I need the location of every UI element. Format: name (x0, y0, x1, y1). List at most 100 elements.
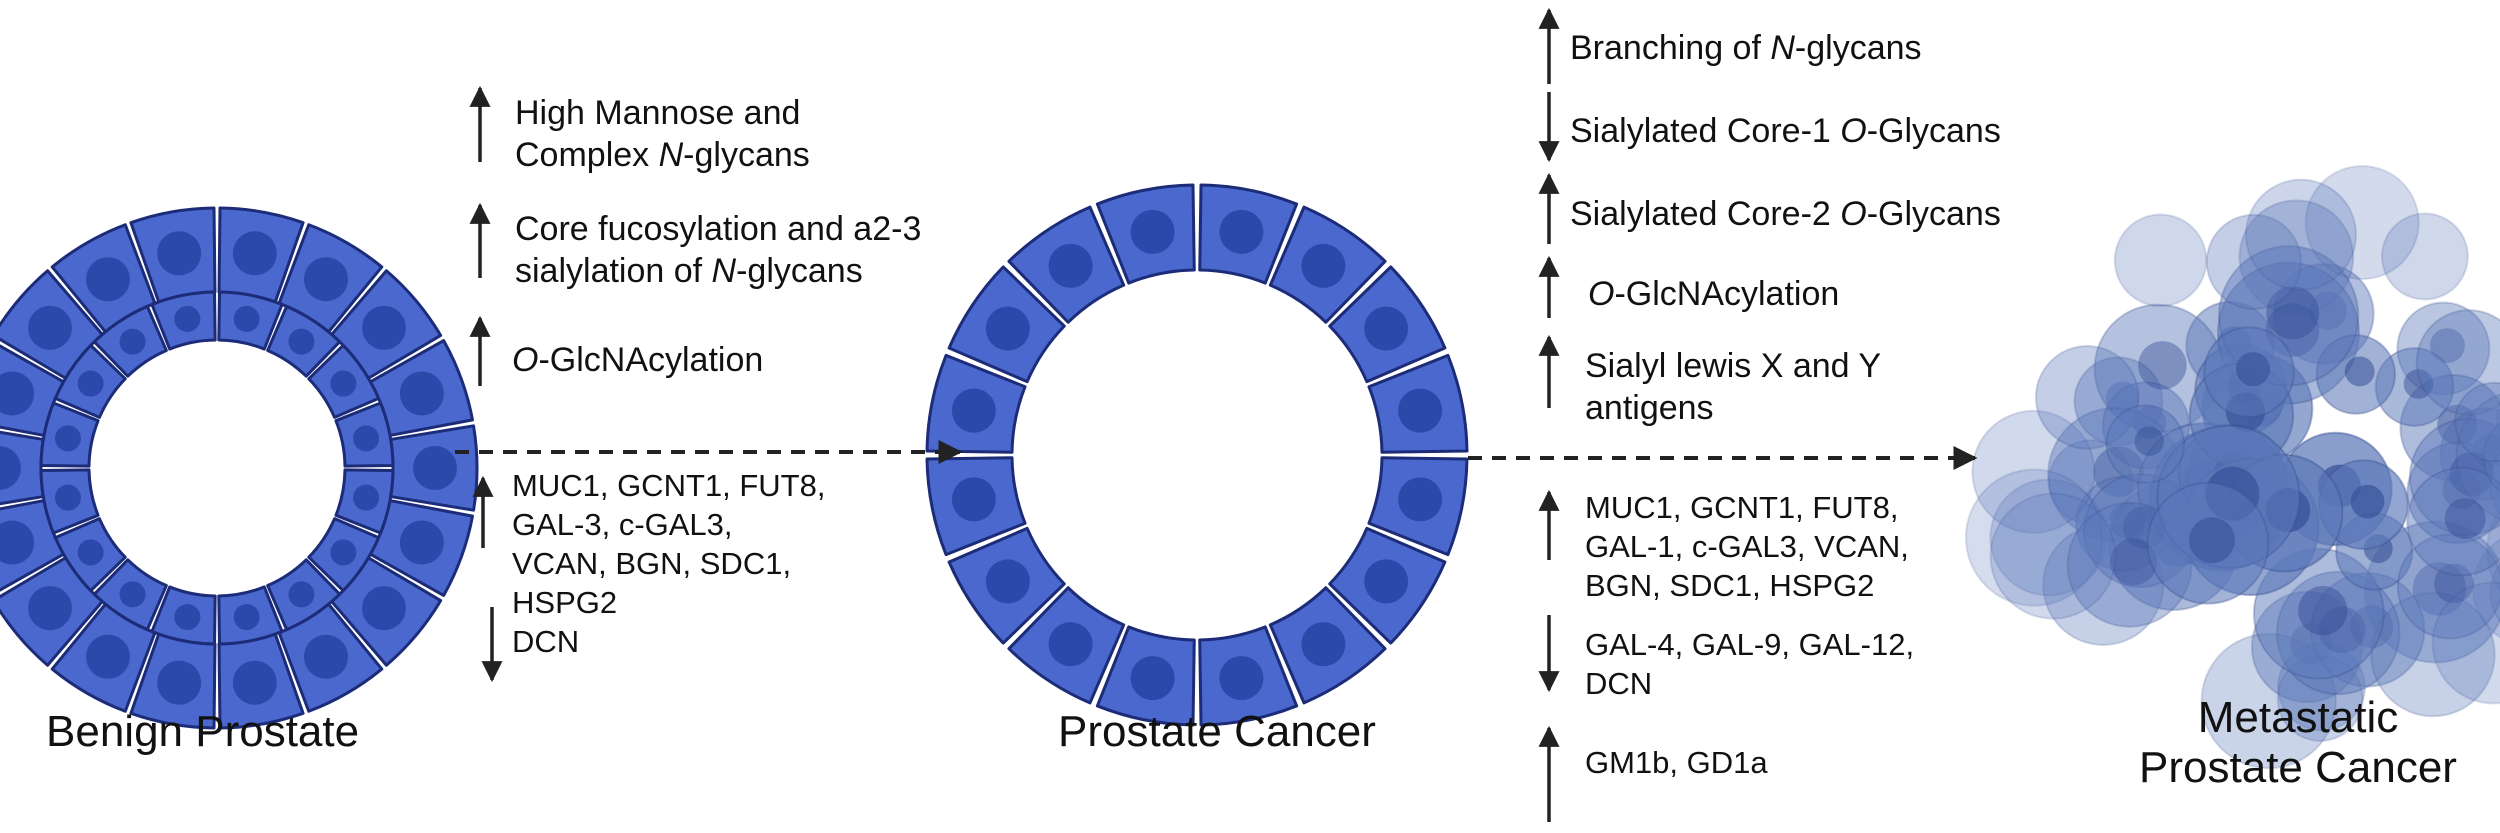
benign-inner-cell-nucleus (174, 604, 201, 631)
benign-inner-cell-nucleus (77, 539, 104, 566)
metastatic-cell (1964, 468, 2104, 607)
metastatic-nucleus (2434, 563, 2474, 604)
metastatic-cell (2488, 449, 2500, 516)
cancer-cell-nucleus (1048, 243, 1093, 288)
metastatic-nucleus (2236, 352, 2271, 387)
metastatic-nucleus (2437, 404, 2478, 445)
genes-up-line2: GAL-3, c-GAL3, (512, 507, 733, 542)
metastatic-label-line2: Prostate Cancer (2139, 743, 2457, 792)
metastatic-cell (2244, 178, 2358, 291)
gangliosides-up: GM1b, GD1a (1585, 745, 1768, 780)
metastatic-cell (2496, 396, 2500, 443)
benign-outer-cell-nucleus (399, 520, 444, 565)
benign-inner-cell-nucleus (174, 305, 201, 332)
cancer-cell-nucleus (1364, 306, 1409, 351)
metastatic-cell (2370, 591, 2496, 718)
metastatic-cell (2408, 418, 2500, 536)
benign-inner-cell (39, 290, 395, 646)
cancer-cell-nucleus (1364, 559, 1409, 604)
metastatic-cell (2482, 421, 2500, 493)
cancer-cell-nucleus (1398, 477, 1443, 522)
metastatic-cluster (1964, 165, 2500, 770)
benign-outer-cell-nucleus (86, 257, 130, 302)
metastatic-nucleus (2344, 356, 2375, 387)
metastatic-cell (2489, 562, 2500, 623)
genes-down-line1: DCN (512, 624, 580, 659)
metastatic-cell (1989, 478, 2108, 597)
met-genes-down-line2: DCN (1585, 666, 1653, 701)
metastatic-cell (2105, 404, 2185, 484)
feature-sialyl-lewis-line2: antigens (1585, 389, 1714, 427)
feature-sialyl-lewis-line1: Sialyl lewis X and Y (1585, 347, 1882, 385)
metastatic-nucleus (2093, 446, 2144, 497)
metastatic-nucleus (2449, 452, 2494, 497)
metastatic-cell (2304, 165, 2420, 281)
benign-outer-cell-nucleus (361, 586, 406, 631)
benign-outer-cell-nucleus (413, 446, 457, 490)
metastatic-cell (2380, 212, 2469, 301)
benign-outer-cell-nucleus (28, 586, 73, 631)
metastatic-nucleus (2403, 369, 2434, 399)
metastatic-nucleus (2472, 433, 2500, 469)
benign-outer-cell-nucleus (361, 305, 406, 350)
metastatic-cell (2486, 507, 2500, 593)
metastatic-nucleus (2110, 538, 2158, 586)
benign-inner-cell-nucleus (233, 305, 260, 332)
metastatic-cell (2454, 381, 2500, 463)
metastatic-nucleus (2350, 484, 2385, 519)
feature-branching: Branching of N-glycans (1570, 29, 1922, 67)
metastatic-nucleus (2298, 585, 2348, 636)
prostate-cancer-label: Prostate Cancer (1058, 707, 1376, 756)
metastatic-cell (2439, 407, 2500, 501)
benign-outer-cell-nucleus (232, 231, 277, 276)
metastatic-cell (1989, 492, 2117, 620)
metastatic-cell (2047, 439, 2134, 525)
met-genes-up-line1: MUC1, GCNT1, FUT8, (1585, 490, 1899, 525)
cancer-cell-nucleus (1219, 656, 1264, 701)
feature-high-mannose-line1: High Mannose and (515, 94, 801, 132)
feature-core-fucosylation-line2: sialylation of N-glycans (515, 252, 863, 290)
met-genes-up-line3: BGN, SDC1, HSPG2 (1585, 568, 1875, 603)
benign-inner-cell-nucleus (288, 581, 315, 608)
benign-prostate-label: Benign Prostate (46, 707, 360, 756)
genes-up-line4: HSPG2 (512, 585, 618, 620)
metastatic-cell (2396, 533, 2500, 640)
benign-outer-cell-nucleus (304, 257, 348, 302)
benign-outer-cell-nucleus (304, 634, 348, 679)
metastatic-label-line1: Metastatic (2197, 693, 2399, 742)
benign-inner-cell-nucleus (353, 425, 380, 452)
benign-outer-cell-nucleus (28, 305, 73, 350)
metastatic-nucleus (2442, 470, 2481, 509)
benign-outer-cell-nucleus (0, 446, 21, 490)
benign-inner-cell-nucleus (288, 328, 315, 355)
metastatic-cell (2455, 393, 2500, 520)
metastatic-cell (1971, 409, 2096, 534)
cancer-cell (925, 183, 1469, 727)
cancer-cell-nucleus (1048, 622, 1093, 667)
benign-inner-cell-nucleus (330, 539, 357, 566)
benign-inner-cell-nucleus (119, 581, 146, 608)
cancer-cell-nucleus (985, 306, 1030, 351)
benign-inner-cell-nucleus (77, 370, 104, 397)
metastatic-nucleus (2133, 406, 2167, 439)
benign-outer-cell-nucleus (86, 634, 130, 679)
feature-high-mannose-line2: Complex N-glycans (515, 136, 810, 174)
met-genes-up-line2: GAL-1, c-GAL3, VCAN, (1585, 529, 1909, 564)
genes-up-line3: VCAN, BGN, SDC1, (512, 546, 792, 581)
cancer-cell-nucleus (1219, 209, 1264, 254)
benign-inner-cell-nucleus (233, 604, 260, 631)
cancer-cell-nucleus (985, 559, 1030, 604)
metastatic-cell (2431, 581, 2500, 705)
benign-outer-cell-nucleus (232, 660, 277, 705)
metastatic-nucleus (2189, 517, 2235, 564)
metastatic-cell (2415, 309, 2500, 416)
feature-o-glcnacylation: O-GlcNAcylation (512, 341, 764, 379)
benign-inner-cell-nucleus (119, 328, 146, 355)
metastatic-cell (2406, 466, 2500, 577)
metastatic-nucleus (2138, 341, 2187, 390)
met-genes-down-line1: GAL-4, GAL-9, GAL-12, (1585, 627, 1915, 662)
benign-outer-cell-nucleus (399, 371, 444, 416)
metastatic-cell (2205, 213, 2302, 311)
metastatic-cell (2073, 356, 2164, 447)
metastatic-nucleus (2266, 286, 2320, 340)
